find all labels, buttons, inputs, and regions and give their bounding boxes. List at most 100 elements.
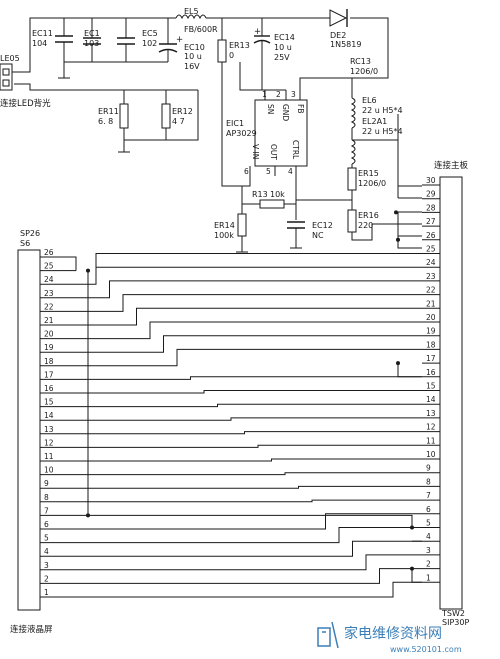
tsw2-pin-num: 20: [426, 313, 436, 322]
wire-tsw1: [411, 568, 422, 583]
ic-pin-vin: V IN: [251, 144, 260, 159]
wire-tsw16: [397, 363, 422, 378]
ec10-plus: +: [176, 35, 183, 45]
ic-pin-ctrl: CTRL: [291, 140, 300, 160]
ec11-value: 104: [32, 39, 47, 48]
tsw2-connector-body: [439, 176, 463, 610]
sp26-pin-num: 6: [44, 520, 49, 529]
le05-label: LE05: [0, 54, 20, 63]
junction-dot: [86, 513, 90, 518]
tsw2-pin-num: 11: [426, 436, 436, 445]
sp26-pin-num: 12: [44, 438, 54, 447]
tsw2-pin-num: 30: [426, 176, 436, 185]
ec14-value: 10 u: [274, 43, 292, 52]
sp26-pin-num: 7: [44, 506, 49, 515]
tsw2-pin-num: 16: [426, 368, 436, 377]
lcd-screen-label: 连接液晶屏: [10, 624, 53, 635]
sp26-pin-num: 18: [44, 357, 54, 366]
ec11-label: EC11: [32, 29, 53, 38]
wire-sp19-tsw19: [60, 335, 422, 353]
tsw2-pin-num: 7: [426, 491, 431, 500]
ic-pin-fb: FB: [296, 104, 305, 113]
tsw2-pin-num: 22: [426, 286, 436, 295]
ec10-value: 10 u: [184, 52, 202, 61]
watermark: 家电维修资料网 www.520101.com: [317, 621, 462, 654]
tsw2-pin-num: 28: [426, 203, 436, 212]
ec12-value: NC: [312, 231, 324, 240]
sp26-pin-num: 13: [44, 425, 54, 434]
ec10-label: EC10: [184, 43, 205, 52]
sp26-connector-body: [17, 249, 41, 611]
er11-value: 6. 8: [98, 117, 113, 126]
tsw2-pin-num: 3: [426, 546, 431, 555]
tsw2-pin-num: 25: [426, 245, 436, 254]
led-backlight-label: 连接LED背光: [0, 98, 51, 109]
er12-value: 4 7: [172, 117, 185, 126]
eic1-ic-body: [254, 99, 308, 167]
er15-label: ER15: [358, 169, 379, 178]
sp26-pin-num: 15: [44, 398, 54, 407]
sp26-pin-num: 9: [44, 479, 49, 488]
sp26-pin-num: 3: [44, 561, 49, 570]
el6-value: 22 u H5*4: [362, 106, 403, 115]
ec14-voltage: 25V: [274, 53, 290, 62]
ic-pin-gnd: GND: [281, 104, 290, 121]
er16-value: 220: [358, 221, 373, 230]
tsw2-pin-num: 19: [426, 327, 436, 336]
sp26-label: SP26: [20, 229, 40, 238]
er12-label: ER12: [172, 107, 193, 116]
wire-sp15-tsw14: [60, 403, 422, 408]
junction-dot: [396, 361, 400, 366]
rc13-label: RC13: [350, 57, 371, 66]
er13-value: 0: [229, 51, 234, 60]
sp26-pin-num: 26: [44, 248, 54, 257]
ic-pin-num-3: 3: [291, 90, 296, 99]
tsw2-pin-num: 26: [426, 231, 436, 240]
sp26-pin-num: 11: [44, 452, 54, 461]
ic-pin-num-6: 6: [244, 167, 249, 176]
ic-pin-out: OUT: [269, 144, 278, 160]
tsw2-label: TSW2: [441, 609, 465, 618]
er16-label: ER16: [358, 211, 379, 220]
junction-dot: [394, 210, 398, 215]
ic-pin-num-2: 2: [276, 90, 281, 99]
r13-label: R13: [252, 190, 268, 199]
tsw2-pin-num: 12: [426, 423, 436, 432]
sp26-pin-num: 20: [44, 330, 54, 339]
ic-pin-sn: SN: [266, 104, 275, 114]
sp26-pin-num: 2: [44, 574, 49, 583]
sp26-pin-num: 22: [44, 302, 54, 311]
tsw2-pin-num: 27: [426, 217, 436, 226]
watermark-logo-icon: [317, 627, 331, 647]
wire-sp8-tsw7: [60, 499, 422, 503]
sp26-value: S6: [20, 239, 30, 248]
rc13-value: 1206/0: [350, 67, 378, 76]
tsw2-pin-num: 23: [426, 272, 436, 281]
wire-sp9-tsw8: [60, 485, 422, 489]
wire-sp10-tsw9: [60, 472, 422, 476]
sp26-pin-num: 10: [44, 466, 54, 475]
tsw2-pin-num: 29: [426, 190, 436, 199]
tsw2-pin-num: 9: [426, 464, 431, 473]
tsw2-pin-num: 17: [426, 354, 436, 363]
sp26-pin-num: 19: [44, 343, 54, 352]
sp26-pin-num: 8: [44, 493, 49, 502]
sp26-pin-num: 5: [44, 534, 49, 543]
er11-label: ER11: [98, 107, 119, 116]
junction-dot: [396, 237, 400, 242]
sp26-pin-num: 14: [44, 411, 54, 420]
er13-label: ER13: [229, 41, 250, 50]
wire-sp17-tsw16: [60, 376, 422, 380]
tsw2-pin-num: 1: [426, 573, 431, 582]
ic-pin-num-5: 5: [266, 167, 271, 176]
eic1-label: EIC1: [226, 119, 244, 128]
de2-label: DE2: [330, 31, 346, 40]
wire-sp12-tsw11: [60, 444, 422, 448]
wire-sp25-tsw25: [95, 253, 422, 271]
junction-dot: [410, 525, 414, 530]
tsw2-pin-num: 21: [426, 299, 436, 308]
sp26-pin-num: 25: [44, 262, 54, 271]
el2a1-label: EL2A1: [362, 117, 387, 126]
junction-dot: [86, 268, 90, 273]
